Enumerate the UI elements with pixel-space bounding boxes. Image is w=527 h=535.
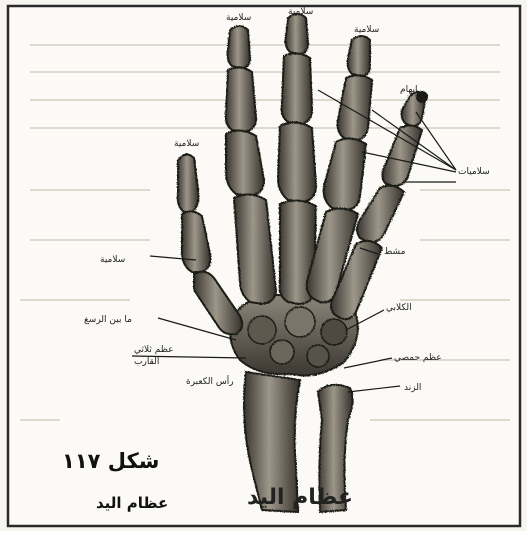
label-middle-top: سلامية — [288, 8, 313, 17]
ring-distal-phalanx — [348, 36, 371, 76]
label-pisiform: عظم حمصي — [394, 354, 442, 363]
label-ulna: الزند — [404, 384, 421, 393]
figure-number-caption: شكل ١١٧ — [62, 451, 159, 472]
label-index-top: سلامية — [226, 14, 251, 23]
label-hamate: الكلابي — [386, 304, 412, 313]
middle-proximal-phalanx — [278, 122, 316, 202]
index-middle-phalanx — [226, 67, 256, 132]
label-radius-head: رأس الكعبرة — [186, 378, 234, 387]
label-metacarpal-left: سلامية — [100, 256, 125, 265]
label-ring-top: سلامية — [354, 26, 379, 35]
label-left-phalanx: سلامية — [174, 140, 199, 149]
index-distal-phalanx — [228, 26, 251, 68]
label-right-group: سلاميات — [458, 168, 490, 177]
middle-middle-phalanx — [282, 53, 312, 124]
label-carpal-mid: ما بين الرسغ — [84, 316, 132, 325]
label-thumb-top: ابهام — [400, 86, 417, 95]
label-right-meta: مشط — [384, 248, 405, 257]
thumb-distal-phalanx — [178, 154, 199, 212]
figure-inset-caption: عظام اليد — [247, 487, 353, 509]
figure-title-caption: عظام اليد — [96, 496, 168, 511]
middle-distal-phalanx — [286, 14, 309, 54]
label-trapezoid: عظم ثلاثي — [134, 346, 174, 355]
label-scaphoid: القارب — [134, 358, 159, 367]
